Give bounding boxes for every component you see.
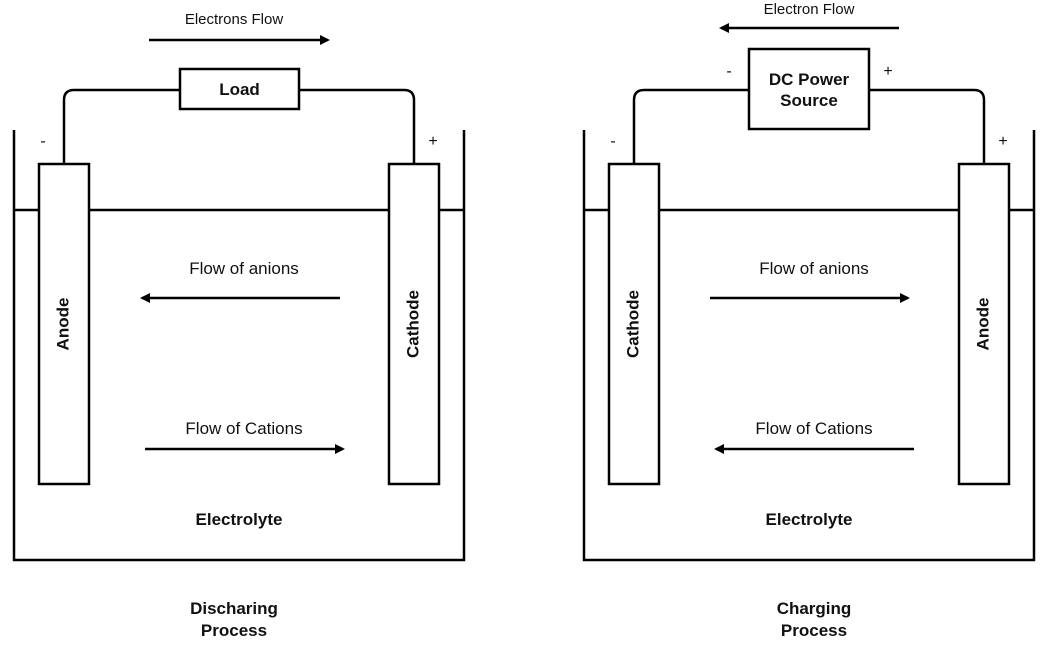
load-label: Load bbox=[219, 80, 260, 99]
discharging-electrolyte-label: Electrolyte bbox=[196, 510, 283, 529]
discharging-wire-right bbox=[299, 88, 416, 164]
discharging-wire-left bbox=[62, 88, 180, 164]
anode-label: Anode bbox=[53, 298, 72, 351]
charging-plus-sign: + bbox=[998, 133, 1007, 150]
charging-anode-electrode bbox=[957, 162, 1011, 486]
charging-minus-sign: - bbox=[610, 133, 615, 150]
dc-power-source-box bbox=[747, 47, 871, 131]
discharging-cations-label: Flow of Cations bbox=[185, 419, 302, 438]
discharging-container bbox=[12, 130, 466, 562]
source-minus-sign: - bbox=[726, 63, 731, 80]
charging-anode-label: Anode bbox=[973, 298, 992, 351]
discharging-electron-flow-label: Electrons Flow bbox=[185, 11, 284, 28]
cathode-electrode bbox=[387, 162, 441, 486]
charging-container bbox=[582, 130, 1036, 562]
charging-cathode-label: Cathode bbox=[623, 290, 642, 358]
load-box bbox=[178, 67, 301, 111]
source-plus-sign: + bbox=[883, 63, 892, 80]
charging-cations-label: Flow of Cations bbox=[755, 419, 872, 438]
charging-electrolyte-label: Electrolyte bbox=[766, 510, 853, 529]
cathode-label: Cathode bbox=[403, 290, 422, 358]
discharging-anions-label: Flow of anions bbox=[189, 259, 299, 278]
charging-process-line2: Process bbox=[781, 621, 847, 640]
charging-panel: DC Power Source - + Electron Flow - + Ca… bbox=[582, 1, 1036, 640]
charging-electron-flow-label: Electron Flow bbox=[764, 1, 855, 18]
discharging-process-line2: Process bbox=[201, 621, 267, 640]
anode-electrode bbox=[37, 162, 91, 486]
dc-power-source-line2: Source bbox=[780, 91, 838, 110]
charging-wire-left bbox=[632, 88, 749, 164]
charging-wire-right bbox=[869, 88, 986, 164]
charging-anions-label: Flow of anions bbox=[759, 259, 869, 278]
discharging-panel: Load Electrons Flow - + Anode Cathode Fl… bbox=[12, 11, 466, 640]
charging-process-line1: Charging bbox=[777, 599, 852, 618]
charging-cathode-electrode bbox=[607, 162, 661, 486]
discharging-process-line1: Discharing bbox=[190, 599, 278, 618]
discharging-minus-sign: - bbox=[40, 133, 45, 150]
discharging-plus-sign: + bbox=[428, 133, 437, 150]
dc-power-source-line1: DC Power bbox=[769, 70, 850, 89]
